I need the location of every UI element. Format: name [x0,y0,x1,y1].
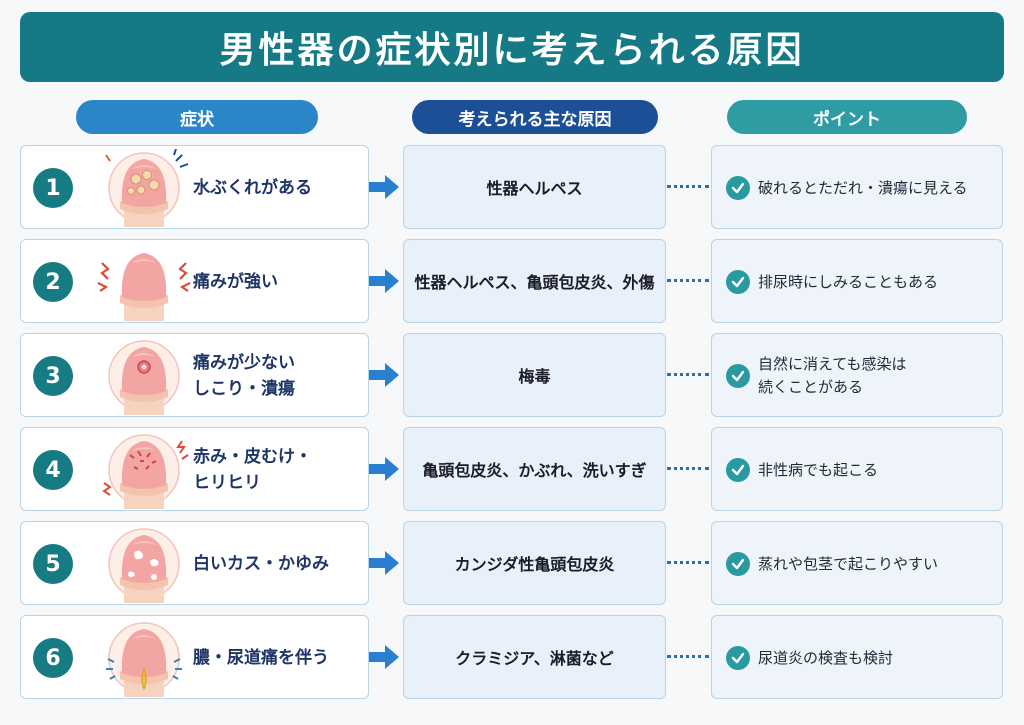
dotted-connector [667,279,709,283]
point-line: 尿道炎の検査も検討 [758,648,894,667]
cause-card: クラミジア、淋菌など [403,615,666,699]
page-title: 男性器の症状別に考えられる原因 [219,30,805,71]
point-card: 破れるとただれ・潰瘍に見える [711,145,1003,229]
symptom-card: 2 痛みが強い [20,239,369,323]
point-card: 自然に消えても感染は続くことがある [711,333,1003,417]
dotted-connector [667,185,709,189]
cause-card: 亀頭包皮炎、かぶれ、洗いすぎ [403,427,666,511]
symptom-card: 4 赤み・皮むけ・ヒリヒリ [20,427,369,511]
symptom-line: ヒリヒリ [193,473,261,493]
cause-text: 性器ヘルペス [486,179,583,198]
point-text: 破れるとただれ・潰瘍に見える [758,146,998,230]
symptom-row-5: 5 白いカス・かゆみ カンジダ性亀頭包皮炎 蒸れや包茎で起こりやすい [0,521,1024,605]
check-icon [726,176,750,200]
discharge-icon [84,619,204,697]
symptom-text: 膿・尿道痛を伴う [193,616,368,700]
symptom-line: 白いカス・かゆみ [193,554,329,574]
arrow-right-icon [369,457,399,481]
arrow-right-icon [369,175,399,199]
cause-card: カンジダ性亀頭包皮炎 [403,521,666,605]
point-card: 尿道炎の検査も検討 [711,615,1003,699]
row-number-badge: 5 [33,544,73,584]
row-number-badge: 2 [33,262,73,302]
point-line: 自然に消えても感染は [758,355,907,373]
check-icon [726,270,750,294]
cause-card: 梅毒 [403,333,666,417]
arrow-right-icon [369,269,399,293]
cause-card: 性器ヘルペス、亀頭包皮炎、外傷 [403,239,666,323]
header-cause: 考えられる主な原因 [412,100,658,134]
cause-text: クラミジア、淋菌など [455,649,614,668]
point-card: 蒸れや包茎で起こりやすい [711,521,1003,605]
symptom-text: 白いカス・かゆみ [193,522,368,606]
dotted-connector [667,561,709,565]
symptom-text: 痛みが少ないしこり・潰瘍 [193,334,368,418]
point-line: 続くことがある [758,378,864,396]
symptom-text: 水ぶくれがある [193,146,368,230]
point-card: 排尿時にしみることもある [711,239,1003,323]
point-line: 破れるとただれ・潰瘍に見える [758,178,968,197]
symptom-line: 痛みが強い [193,272,278,292]
symptom-row-1: 1 水ぶくれがある 性器ヘルペス 破れるとただれ・潰瘍に見える [0,145,1024,229]
point-line: 排尿時にしみることもある [758,272,939,291]
point-line: 非性病でも起こる [758,460,879,479]
header-symptom: 症状 [76,100,318,134]
cause-text: 梅毒 [518,367,551,386]
symptom-line: 膿・尿道痛を伴う [193,648,329,668]
symptom-card: 1 水ぶくれがある [20,145,369,229]
arrow-right-icon [369,551,399,575]
pain-icon [84,243,204,321]
dotted-connector [667,655,709,659]
symptom-card: 5 白いカス・かゆみ [20,521,369,605]
dotted-connector [667,373,709,377]
blisters-icon [84,149,204,227]
point-card: 非性病でも起こる [711,427,1003,511]
dotted-connector [667,467,709,471]
symptom-text: 痛みが強い [193,240,368,324]
row-number-badge: 4 [33,450,73,490]
symptom-card: 3 痛みが少ないしこり・潰瘍 [20,333,369,417]
header-point-label: ポイント [813,109,881,130]
point-text: 蒸れや包茎で起こりやすい [758,522,998,606]
cause-text: 亀頭包皮炎、かぶれ、洗いすぎ [422,461,647,480]
check-icon [726,552,750,576]
row-number-badge: 1 [33,168,73,208]
title-banner: 男性器の症状別に考えられる原因 [20,12,1004,82]
symptom-card: 6 膿・尿道痛を伴う [20,615,369,699]
cause-text: カンジダ性亀頭包皮炎 [454,555,615,574]
arrow-right-icon [369,645,399,669]
row-number-badge: 6 [33,638,73,678]
redness-icon [84,431,204,509]
cause-card: 性器ヘルペス [403,145,666,229]
row-number-badge: 3 [33,356,73,396]
check-icon [726,364,750,388]
point-text: 排尿時にしみることもある [758,240,998,324]
symptom-line: 赤み・皮むけ・ [193,447,312,467]
symptom-row-2: 2 痛みが強い 性器ヘルペス、亀頭包皮炎、外傷 排尿時にしみることもある [0,239,1024,323]
white-patches-icon [84,525,204,603]
point-text: 尿道炎の検査も検討 [758,616,998,700]
header-point: ポイント [727,100,967,134]
arrow-right-icon [369,363,399,387]
symptom-line: しこり・潰瘍 [193,379,295,399]
point-line: 蒸れや包茎で起こりやすい [758,554,939,573]
symptom-text: 赤み・皮むけ・ヒリヒリ [193,428,368,512]
check-icon [726,458,750,482]
symptom-row-6: 6 膿・尿道痛を伴う クラミジア、淋菌など 尿道炎の検査も検討 [0,615,1024,699]
point-text: 非性病でも起こる [758,428,998,512]
symptom-row-3: 3 痛みが少ないしこり・潰瘍 梅毒 自然に消えても感染は続くことがある [0,333,1024,417]
check-icon [726,646,750,670]
symptom-line: 痛みが少ない [193,353,295,373]
symptom-row-4: 4 赤み・皮むけ・ヒリヒリ 亀頭包皮炎、かぶれ、洗いすぎ 非性病でも起こる [0,427,1024,511]
cause-text: 性器ヘルペス、亀頭包皮炎、外傷 [414,273,655,292]
ulcer-icon [84,337,204,415]
point-text: 自然に消えても感染は続くことがある [758,334,998,418]
symptom-line: 水ぶくれがある [193,178,312,198]
